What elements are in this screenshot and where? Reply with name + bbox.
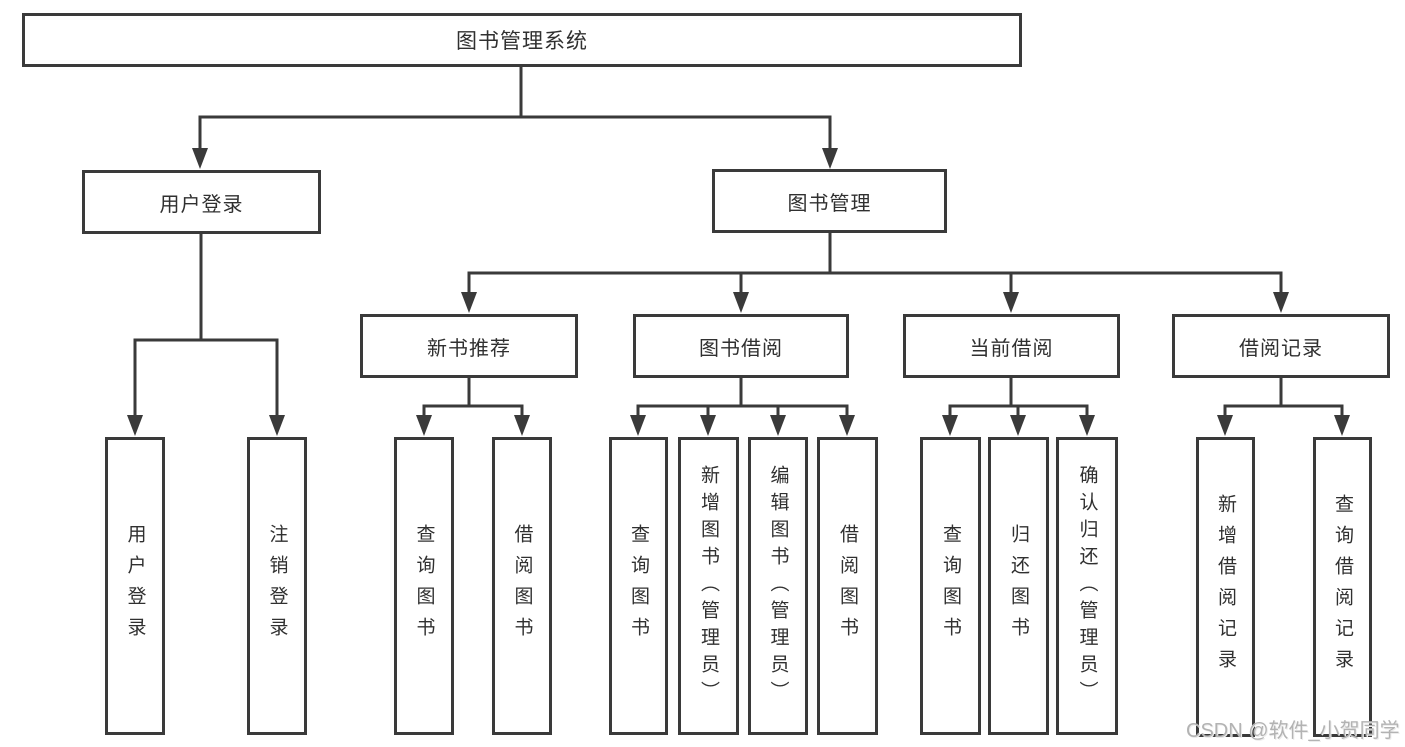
node-leaf-query-books-current: 查询图书 [920,437,981,735]
node-user-login-label: 用户登录 [159,193,244,216]
node-current-borrowing: 当前借阅 [903,314,1120,378]
node-leaf-borrow-books-borrowing-label: 借阅图书 [837,524,858,648]
node-borrowing-records-label: 借阅记录 [1239,337,1323,360]
node-leaf-confirm-return-admin-label: 确认归还（管理员） [1076,464,1098,708]
node-book-management: 图书管理 [712,169,947,233]
node-leaf-query-books-borrowing: 查询图书 [609,437,668,735]
node-leaf-add-books-admin-label: 新增图书（管理员） [698,464,719,708]
node-borrowing-records: 借阅记录 [1172,314,1390,378]
node-user-login: 用户登录 [82,170,321,234]
node-leaf-edit-books-admin: 编辑图书（管理员） [748,437,808,735]
node-leaf-add-borrow-record-label: 新增借阅记录 [1215,494,1236,680]
node-leaf-query-borrow-record: 查询借阅记录 [1313,437,1372,737]
node-leaf-confirm-return-admin: 确认归还（管理员） [1056,437,1118,735]
node-library-system-label: 图书管理系统 [456,30,588,53]
node-leaf-query-borrow-record-label: 查询借阅记录 [1332,494,1353,680]
node-leaf-query-books-recommend-label: 查询图书 [413,524,435,648]
node-leaf-edit-books-admin-label: 编辑图书（管理员） [767,464,789,708]
node-book-borrowing-label: 图书借阅 [699,337,783,360]
node-leaf-user-login: 用户登录 [105,437,165,735]
csdn-watermark: CSDN @软件_小贺同学 [1186,720,1400,742]
node-leaf-add-books-admin: 新增图书（管理员） [678,437,739,735]
node-leaf-borrow-books-borrowing: 借阅图书 [817,437,878,735]
node-leaf-return-books-label: 归还图书 [1008,524,1029,648]
node-leaf-logout: 注销登录 [247,437,307,735]
node-current-borrowing-label: 当前借阅 [969,337,1054,360]
node-leaf-query-books-borrowing-label: 查询图书 [628,524,649,648]
node-leaf-query-books-recommend: 查询图书 [394,437,454,735]
node-leaf-user-login-label: 用户登录 [124,524,146,648]
node-leaf-borrow-books-recommend-label: 借阅图书 [511,524,533,648]
node-new-book-recommend: 新书推荐 [360,314,578,378]
node-library-system: 图书管理系统 [22,13,1022,67]
node-book-management-label: 图书管理 [787,192,872,215]
node-leaf-borrow-books-recommend: 借阅图书 [492,437,552,735]
node-leaf-return-books: 归还图书 [988,437,1049,735]
node-book-borrowing: 图书借阅 [633,314,849,378]
node-leaf-add-borrow-record: 新增借阅记录 [1196,437,1255,737]
node-new-book-recommend-label: 新书推荐 [427,337,511,360]
node-leaf-query-books-current-label: 查询图书 [940,524,961,648]
node-leaf-logout-label: 注销登录 [266,524,288,648]
